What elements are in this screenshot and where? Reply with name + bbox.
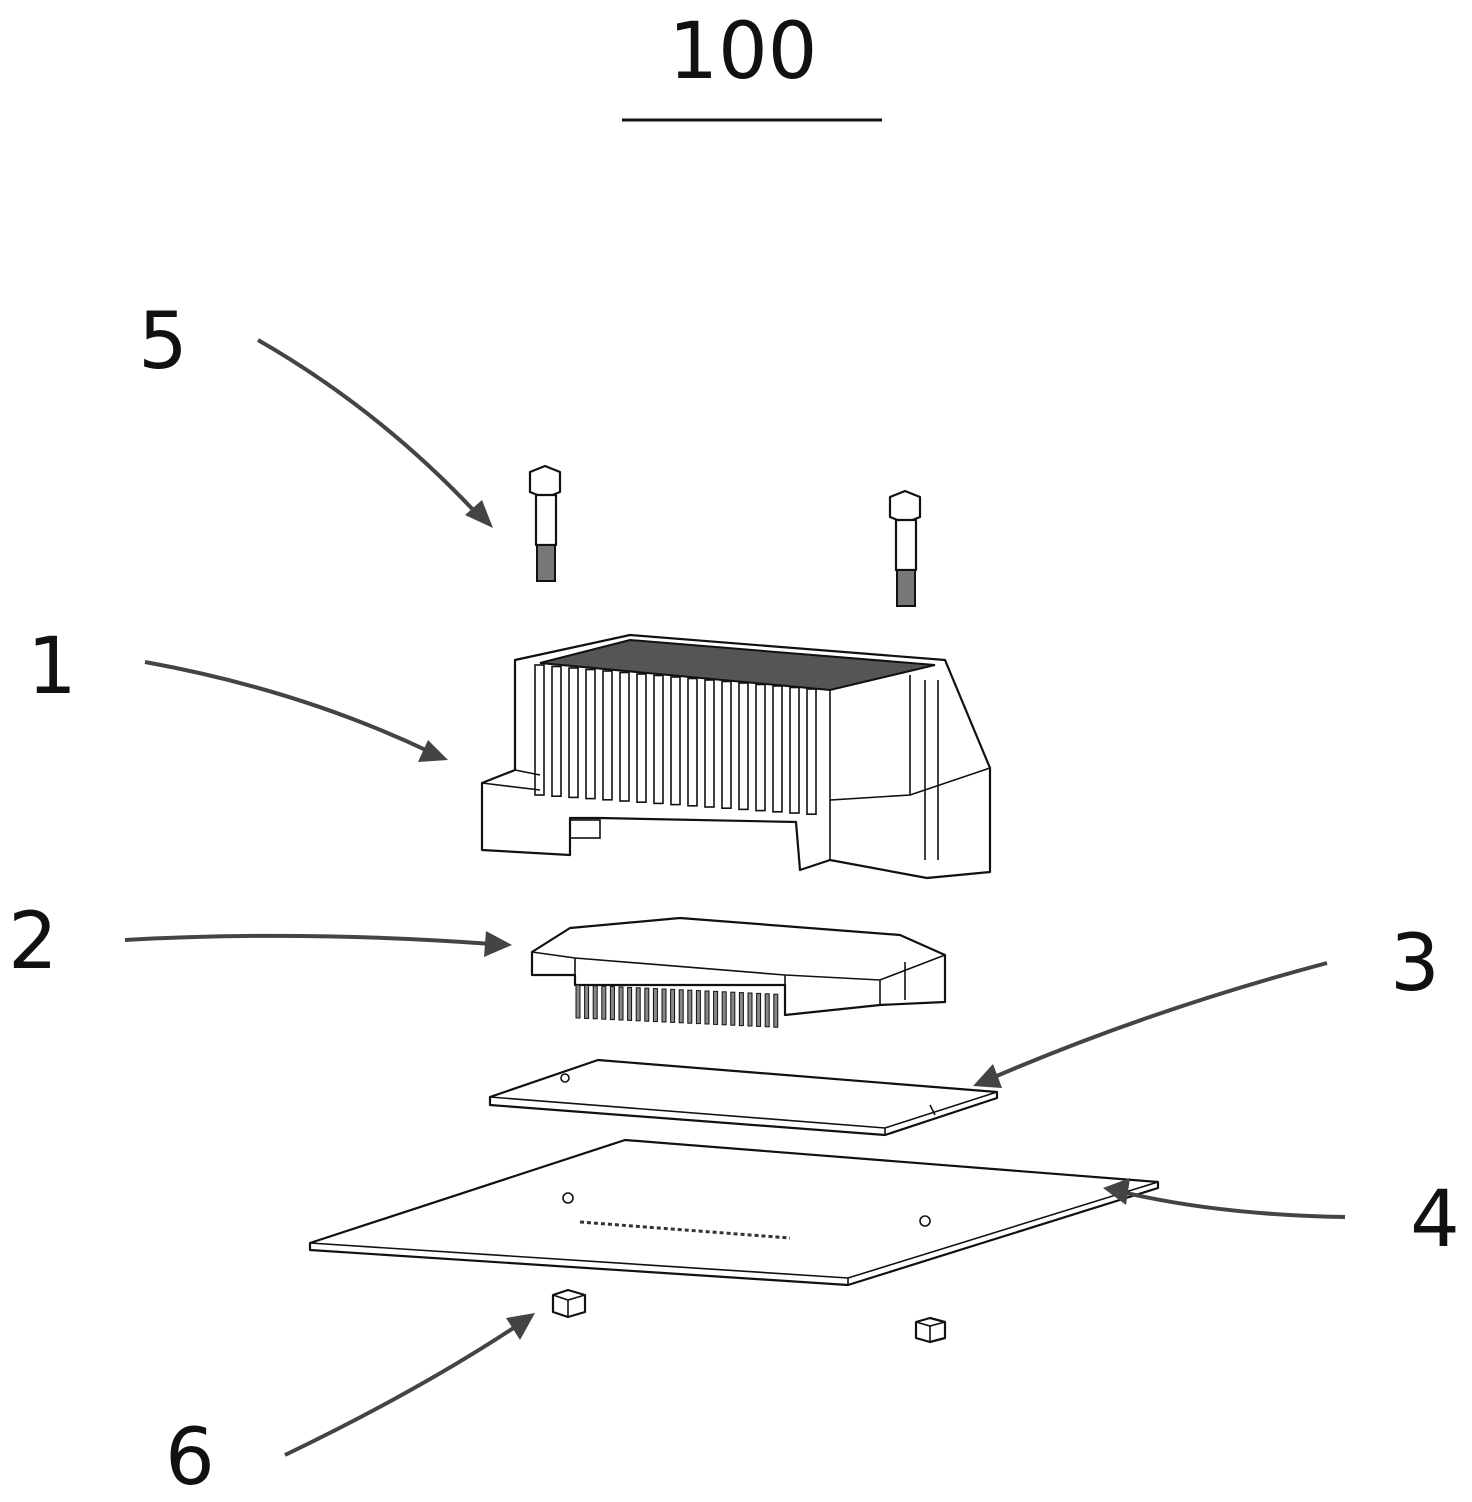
label-5-screws: 5: [138, 297, 188, 387]
pin: [653, 989, 657, 1022]
fin: [688, 679, 697, 806]
pin: [619, 987, 623, 1020]
pin: [576, 985, 580, 1018]
chip-module: [532, 918, 945, 1027]
circuit-board: [310, 1140, 1158, 1285]
fin: [552, 667, 561, 797]
label-3-pad: 3: [1390, 919, 1440, 1009]
label-6-nuts: 6: [165, 1413, 215, 1502]
pin: [731, 992, 735, 1025]
fin: [756, 685, 765, 811]
pin: [739, 993, 743, 1026]
pin: [645, 988, 649, 1021]
nut-left: [553, 1290, 585, 1317]
leader-2: [125, 931, 512, 957]
fin: [722, 682, 731, 809]
fin: [790, 688, 799, 814]
fin: [637, 674, 646, 802]
pin: [610, 987, 614, 1020]
leader-5: [258, 340, 493, 528]
pin: [688, 990, 692, 1023]
leader-1: [145, 662, 448, 762]
pin: [774, 994, 778, 1027]
fin: [620, 673, 629, 802]
pin: [765, 994, 769, 1027]
pin: [705, 991, 709, 1024]
figure-title: 100: [669, 7, 818, 97]
thermal-pad: [490, 1060, 997, 1135]
nut-right: [916, 1318, 945, 1342]
screw-left: [530, 466, 560, 581]
pin: [748, 993, 752, 1026]
fin: [807, 689, 816, 814]
pin: [671, 989, 675, 1022]
label-2-chip-module: 2: [8, 897, 58, 987]
pin: [628, 987, 632, 1020]
fin: [603, 671, 612, 800]
pin: [714, 991, 718, 1024]
fin-array: [535, 665, 816, 814]
pin: [722, 992, 726, 1025]
fin: [569, 668, 578, 797]
pin: [662, 989, 666, 1022]
fin: [654, 676, 663, 804]
pin: [696, 991, 700, 1024]
fin: [671, 677, 680, 805]
label-4-circuit-board: 4: [1410, 1175, 1460, 1265]
leader-6: [285, 1313, 535, 1455]
pin: [585, 985, 589, 1018]
leader-3: [973, 963, 1327, 1088]
fin: [586, 670, 595, 799]
heat-sink: [482, 635, 990, 878]
screw-right: [890, 491, 920, 606]
pin: [679, 990, 683, 1023]
pin: [757, 993, 761, 1026]
pin-row: [576, 985, 778, 1027]
fin: [773, 686, 782, 812]
fin: [705, 680, 714, 807]
pin: [636, 988, 640, 1021]
pin: [593, 986, 597, 1019]
fin: [739, 683, 748, 809]
pin: [602, 986, 606, 1019]
label-1-heat-sink: 1: [27, 622, 77, 712]
